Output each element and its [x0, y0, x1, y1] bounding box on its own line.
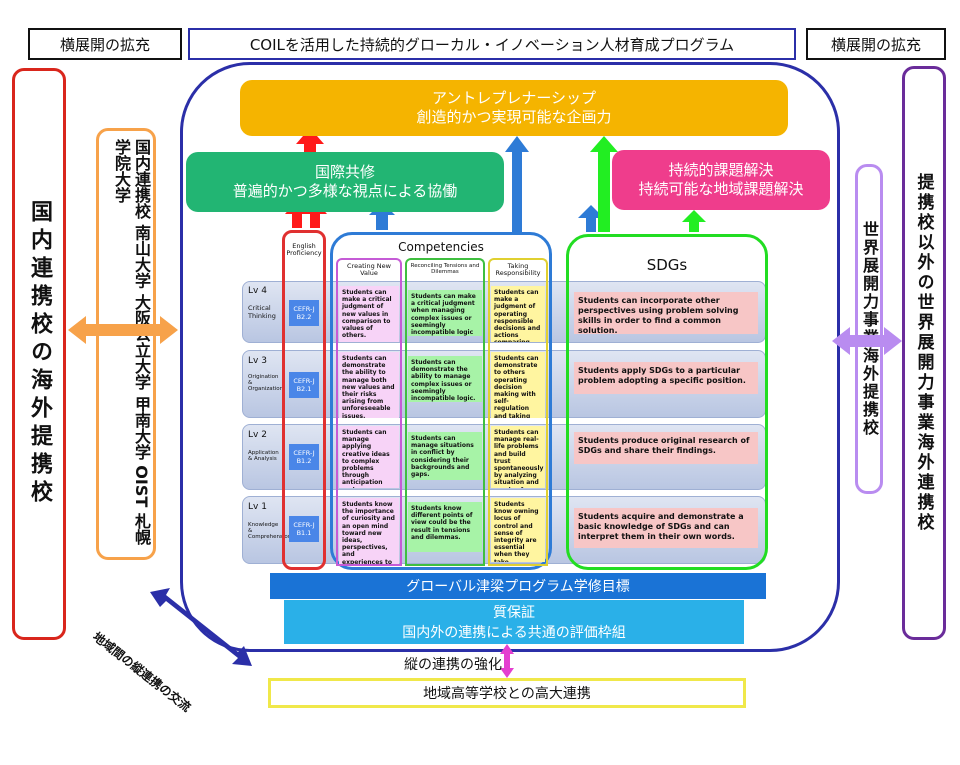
goal-sustainable-line1: 持続的課題解決 — [668, 161, 774, 180]
goal-global-line1: 国際共修 — [314, 163, 375, 182]
goal-entrepreneurship-line2: 創造的かつ実現可能な企画力 — [416, 108, 612, 126]
goal-sustainable: 持続的課題解決 持続可能な地域課題解決 — [612, 150, 830, 210]
lv2-sdg: Students produce original research of SD… — [574, 432, 758, 464]
level-3-name: Lv 3 — [248, 356, 267, 366]
cefr-b1-1-value: B1.1 — [296, 529, 312, 537]
header-left-label: 横展開の拡充 — [28, 28, 182, 60]
level-4-label: Lv 4 Critical Thinking — [248, 286, 282, 320]
goal-entrepreneurship-line1: アントレプレナーシップ — [431, 89, 597, 108]
quality-assurance-line1: 質保証 — [493, 605, 535, 621]
cefr-b2-2-label: CEFR-J — [293, 305, 315, 313]
lv3-reconciling: Students can demonstrate the ability to … — [408, 356, 482, 402]
header-right-label: 横展開の拡充 — [806, 28, 946, 60]
col-reconciling-tensions: Reconciling Tensions and Dilemmas — [405, 258, 485, 284]
right-inner-label: 世界展開力事業海外提携校 — [860, 221, 879, 437]
right-double-arrow — [832, 327, 902, 355]
cefr-b2-2: CEFR-J B2.2 — [289, 300, 319, 326]
cefr-b2-1: CEFR-J B2.1 — [289, 372, 319, 398]
blue-arrow-to-sustainable — [578, 205, 604, 232]
left-inner-label: 国内連携校 南山大学 大阪公立大学 甲南大学 OIST 札幌学院大学 — [112, 139, 151, 545]
right-outer-label: 提携校以外の世界展開力事業海外連携校 — [913, 173, 934, 533]
program-title: COILを活用した持続的グローカル・イノベーション人材育成プログラム — [188, 28, 796, 60]
col-creating-new-value: Creating New Value — [336, 258, 402, 284]
left-inner-box: 国内連携校 南山大学 大阪公立大学 甲南大学 OIST 札幌学院大学 — [96, 128, 156, 560]
level-1-name: Lv 1 — [248, 502, 267, 512]
green-arrow-to-entrepreneurship — [590, 136, 618, 232]
lv4-sdg: Students can incorporate other perspecti… — [574, 292, 758, 335]
right-outer-box: 提携校以外の世界展開力事業海外連携校 — [902, 66, 946, 640]
competencies-title: Competencies — [398, 240, 484, 254]
global-program-bar: グローバル津梁プログラム学修目標 — [270, 573, 766, 599]
competencies-frame — [330, 232, 552, 570]
lv1-creating-new-value: Students know the importance of curiosit… — [339, 498, 399, 564]
highschool-bar: 地域高等学校との高大連携 — [268, 678, 746, 708]
goal-global-line2: 普遍的かつ多様な視点による協働 — [232, 182, 458, 200]
left-outer-box: 国内連携校の海外提携校 — [12, 68, 66, 640]
english-column — [282, 230, 326, 570]
lv3-responsibility: Students can demonstrate to others opera… — [491, 352, 545, 418]
lv2-creating-new-value: Students can manage applying creative id… — [339, 426, 399, 488]
lv2-reconciling: Students can manage situations in confli… — [408, 432, 482, 480]
level-2-sub: Application & Analysis — [248, 450, 279, 462]
sdgs-frame — [566, 234, 768, 570]
quality-assurance-bar: 質保証 国内外の連携による共通の評価枠組 — [284, 600, 744, 644]
level-4-name: Lv 4 — [248, 286, 267, 296]
blue-arrow-to-entrepreneurship — [505, 136, 529, 232]
goal-global: 国際共修 普遍的かつ多様な視点による協働 — [186, 152, 504, 212]
cefr-b1-2-value: B1.2 — [296, 457, 312, 465]
lv4-creating-new-value: Students can make a critical judgment of… — [339, 286, 399, 342]
sdgs-title: SDGs — [646, 256, 688, 274]
level-2-name: Lv 2 — [248, 430, 267, 440]
col1-outline — [336, 284, 402, 566]
cefr-b2-1-value: B2.1 — [296, 385, 312, 393]
col3-outline — [488, 284, 548, 566]
red-arrow-to-entrepreneurship — [296, 128, 324, 160]
english-column-title: English Proficiency — [286, 242, 322, 258]
lv1-reconciling: Students know different points of view c… — [408, 502, 482, 552]
level-4-sub: Critical Thinking — [248, 304, 276, 320]
goal-sustainable-line2: 持続可能な地域課題解決 — [638, 180, 804, 198]
cefr-b2-2-value: B2.2 — [296, 313, 312, 321]
lv4-reconciling: Students can make a critical judgment wh… — [408, 290, 482, 336]
cefr-b1-1: CEFR-J B1.1 — [289, 516, 319, 542]
cefr-b1-2-label: CEFR-J — [293, 449, 315, 457]
lv4-responsibility: Students can make a judgment of operatin… — [491, 286, 545, 342]
col-taking-responsibility: Taking Responsibility — [488, 258, 548, 284]
cefr-b1-2: CEFR-J B1.2 — [289, 444, 319, 470]
lv3-creating-new-value: Students can demonstrate the ability to … — [339, 352, 399, 418]
quality-assurance-line2: 国内外の連携による共通の評価枠組 — [402, 625, 626, 641]
cefr-b1-1-label: CEFR-J — [293, 521, 315, 529]
regional-exchange-arrow — [150, 588, 252, 666]
lv1-sdg: Students acquire and demonstrate a basic… — [574, 508, 758, 548]
level-3-sub: Origination & Organization — [248, 374, 284, 392]
level-1-sub: Knowledge & Comprehension — [248, 522, 292, 540]
vertical-link-arrow — [500, 644, 514, 678]
level-1-label: Lv 1 Knowledge & Comprehension — [248, 502, 292, 540]
vertical-link-label: 縦の連携の強化 — [404, 657, 502, 673]
left-double-arrow — [68, 316, 178, 344]
left-outer-label: 国内連携校の海外提携校 — [27, 200, 52, 508]
lv1-responsibility: Students know owning locus of control an… — [491, 498, 545, 562]
goal-entrepreneurship: アントレプレナーシップ 創造的かつ実現可能な企画力 — [240, 80, 788, 136]
arrows-layer — [68, 128, 902, 678]
lv3-sdg: Students apply SDGs to a particular prob… — [574, 362, 758, 394]
green-arrow-to-sustainable — [682, 210, 706, 232]
right-inner-box: 世界展開力事業海外提携校 — [855, 164, 883, 494]
level-3-label: Lv 3 Origination & Organization — [248, 356, 284, 392]
col2-outline — [405, 284, 485, 566]
lv2-responsibility: Students can manage real-life problems a… — [491, 426, 545, 488]
cefr-b2-1-label: CEFR-J — [293, 377, 315, 385]
level-2-label: Lv 2 Application & Analysis — [248, 430, 282, 462]
